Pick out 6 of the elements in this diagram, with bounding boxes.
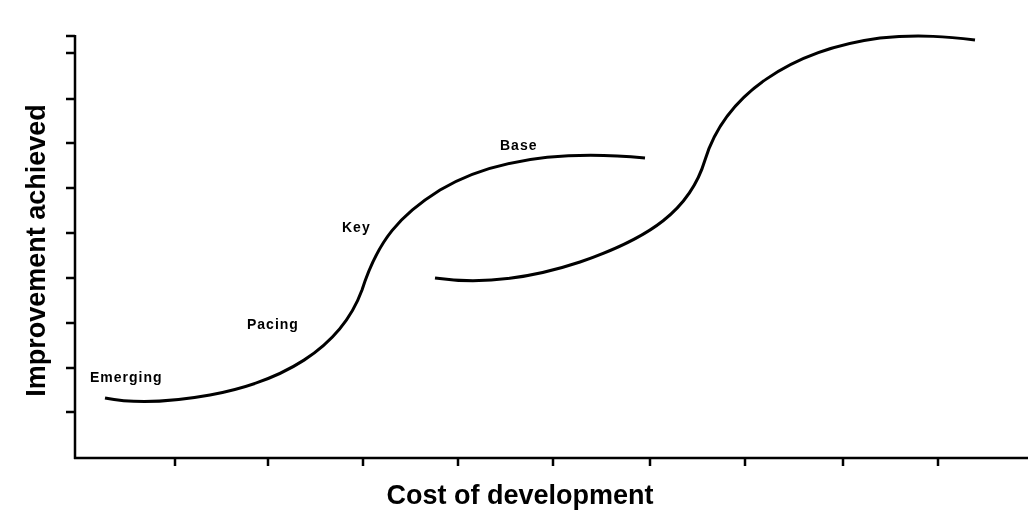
axis-title: Cost of development bbox=[386, 482, 654, 509]
curve-label: Pacing bbox=[247, 317, 299, 331]
curve-label: Base bbox=[500, 138, 538, 152]
curve-label: Emerging bbox=[90, 370, 163, 384]
curve-label: Key bbox=[342, 220, 371, 234]
axis-title: Improvement achieved bbox=[22, 103, 50, 397]
